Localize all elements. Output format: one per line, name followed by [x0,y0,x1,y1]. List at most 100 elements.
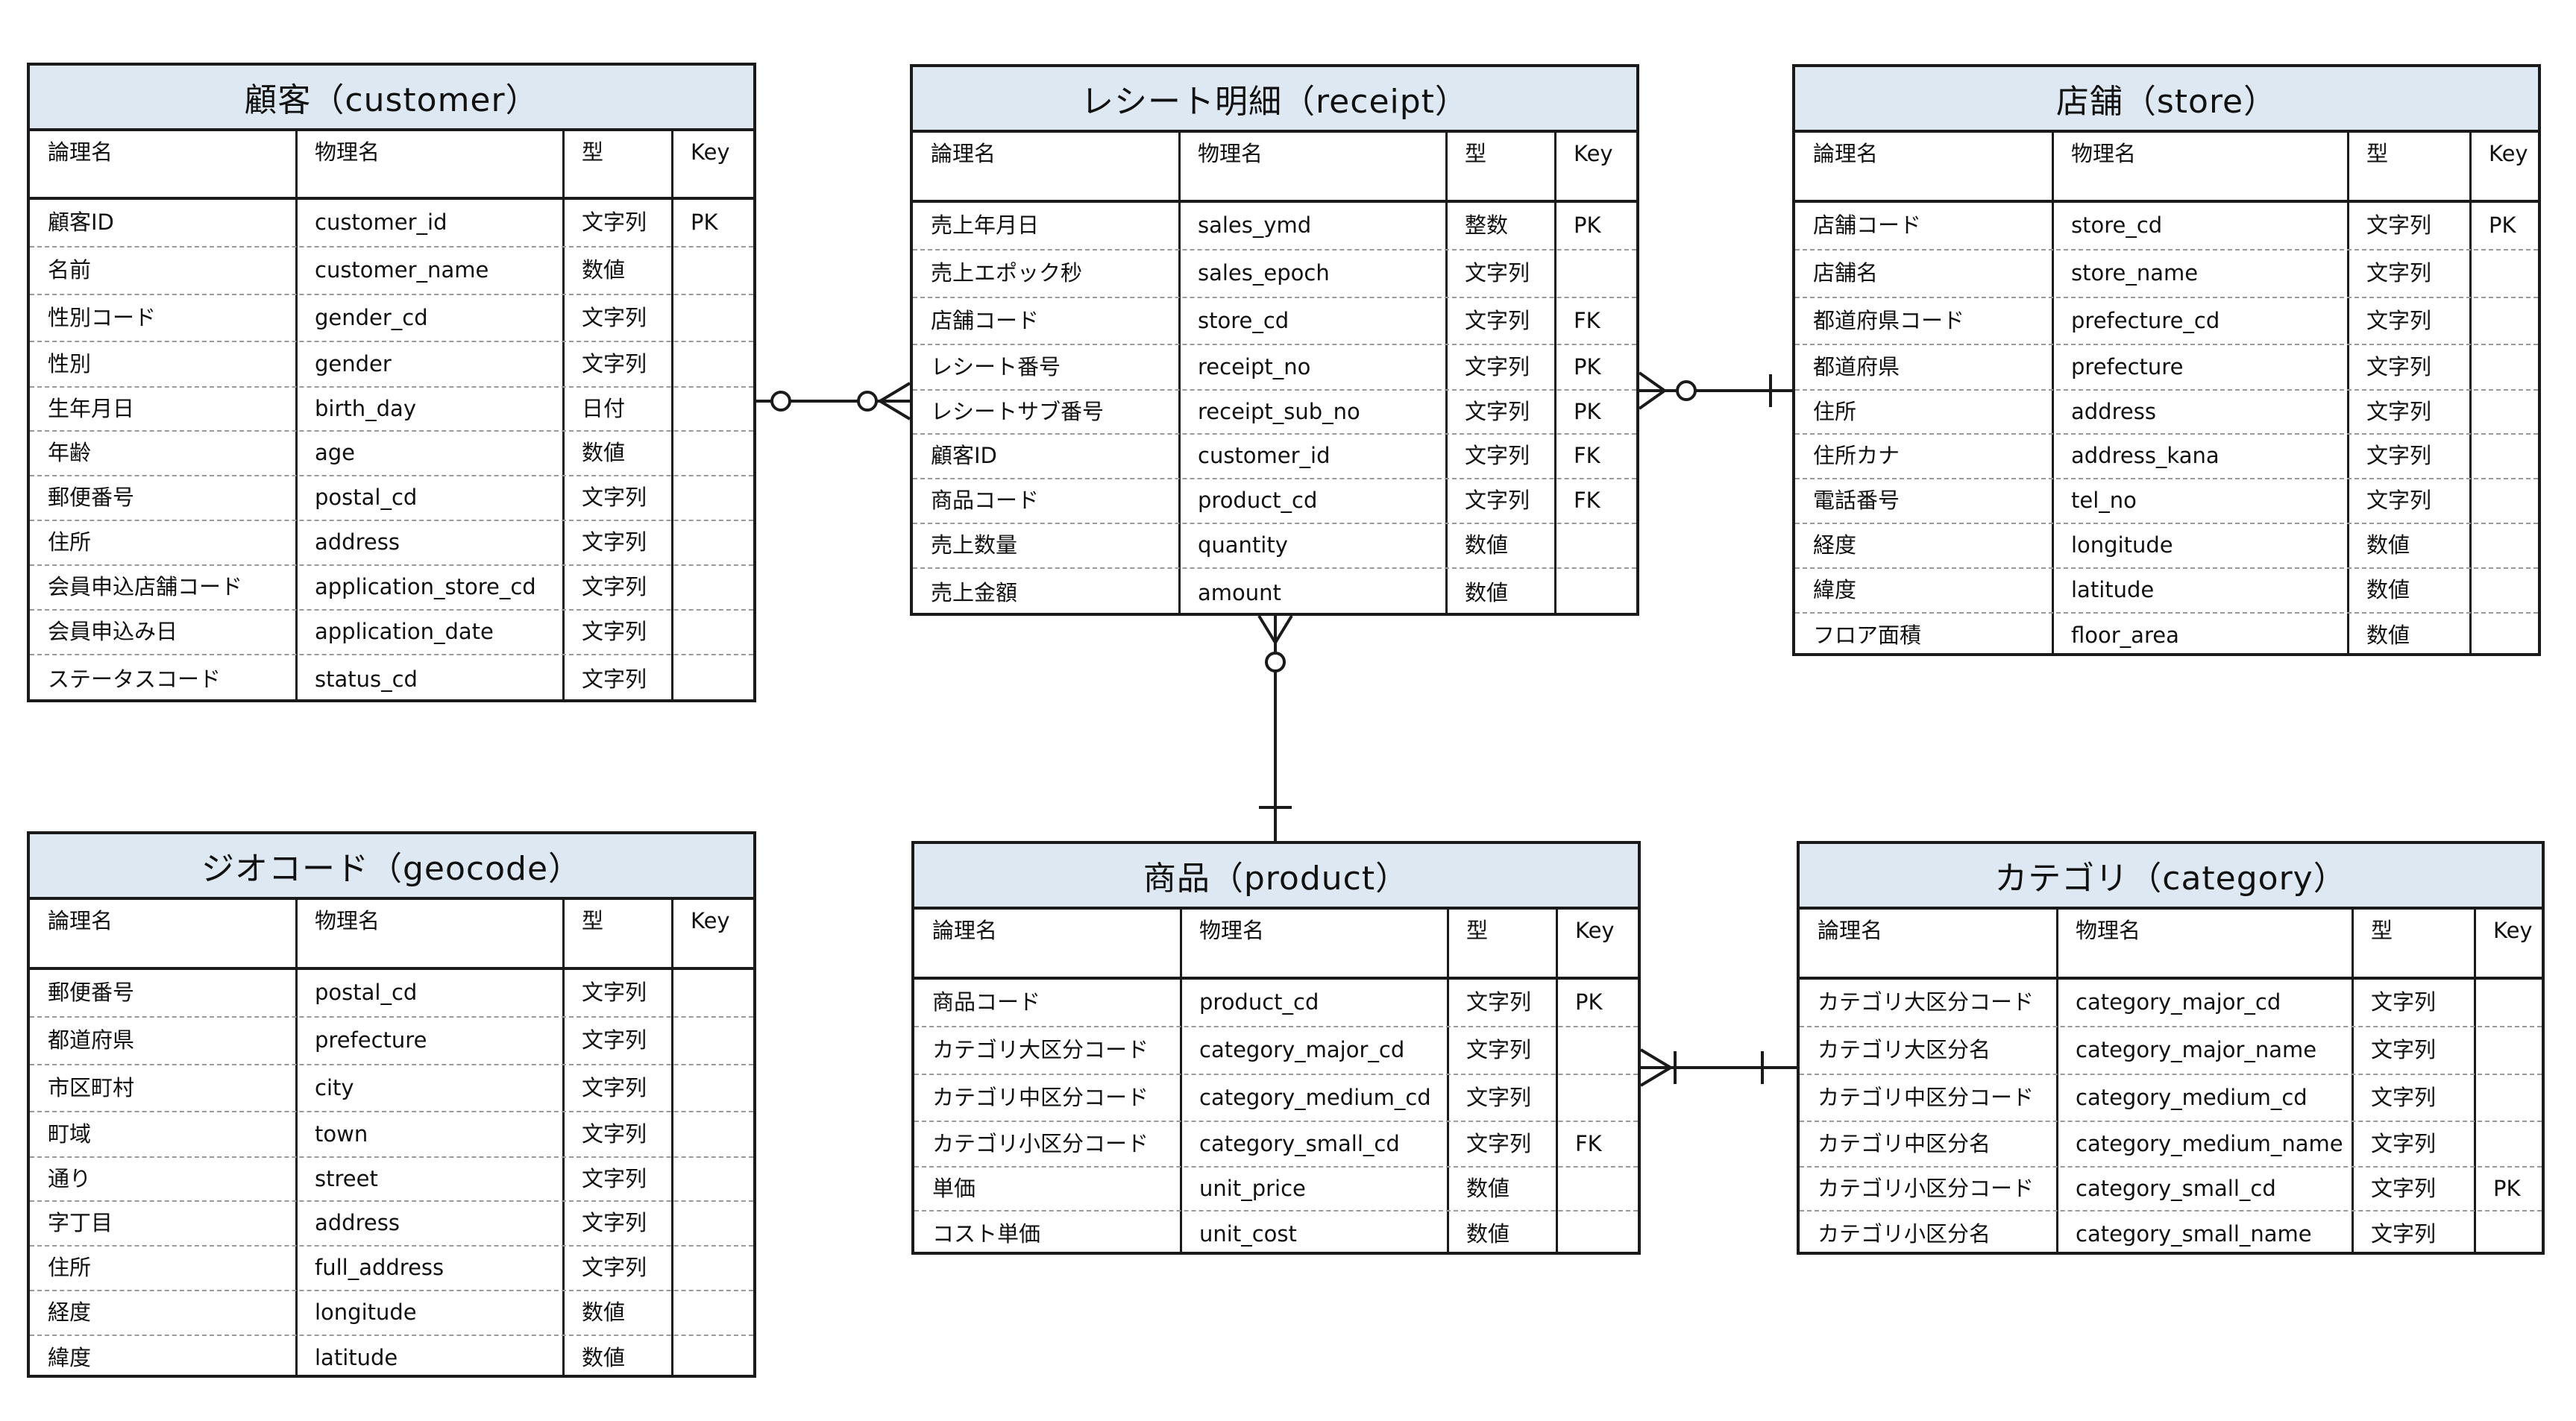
table-cell: レシートサブ番号 [931,398,1105,424]
table-cell: 緯度 [1813,577,1857,602]
table-cell: 整数 [1465,212,1509,238]
table-cell: コスト単価 [932,1220,1041,1247]
table-cell: カテゴリ大区分名 [1818,1037,1991,1062]
table-cell: 文字列 [2366,398,2432,424]
column-header: 型 [582,139,604,165]
row-divider [1795,344,2538,345]
table-cell: 日付 [582,395,626,421]
table-cell: 都道府県 [1813,353,1900,379]
column-divider [1447,910,1449,1252]
table-cell: PK [1574,212,1601,238]
table-cell: 文字列 [2366,307,2432,333]
row-divider [30,520,753,521]
table-cell: address [2071,398,2156,424]
table-cell: store_cd [2071,212,2163,238]
table-cell: category_medium_cd [1199,1084,1431,1110]
table-cell: birth_day [315,395,416,421]
table-cell: 住所 [1813,398,1857,424]
column-header: 型 [1465,141,1487,166]
table-cell: prefecture [315,1027,427,1053]
table-cell: FK [1574,443,1600,468]
zero-marker [1265,652,1286,672]
row-divider [30,294,753,295]
table-cell: 数値 [1465,580,1509,605]
table-cell: 会員申込み日 [48,619,178,644]
table-cell: 文字列 [2371,989,2437,1015]
column-divider [1180,910,1182,1252]
column-header: 型 [2366,141,2389,166]
column-divider [1178,133,1181,613]
table-cell: 郵便番号 [48,979,135,1005]
column-header: Key [691,139,730,165]
zero-marker [1676,380,1697,401]
table-cell: category_medium_cd [2076,1084,2308,1110]
table-cell: 町域 [48,1121,92,1147]
table-cell: 店舗コード [931,307,1040,333]
column-divider [2347,133,2349,653]
zero-marker [770,391,791,412]
row-divider [914,1166,1638,1168]
table-cell: 文字列 [1465,353,1530,379]
table-cell: 店舗コード [1813,212,1922,238]
table-cell: 都道府県 [48,1027,135,1053]
table-cell: 文字列 [2366,212,2432,238]
table-cell: 文字列 [2366,260,2432,286]
column-divider [2056,910,2058,1252]
table-cell: 文字列 [1465,398,1530,424]
table-cell: PK [2493,1175,2521,1201]
table-cell: longitude [2071,532,2173,558]
entity-title: ジオコード（geocode） [30,834,753,900]
crowfoot-marker [1639,1048,1672,1069]
table-cell: 数値 [582,440,626,465]
header-separator [914,977,1638,980]
table-cell: 顧客ID [931,443,997,468]
row-divider [1800,1121,2542,1122]
table-cell: 文字列 [582,1074,647,1100]
row-divider [1795,567,2538,569]
row-divider [914,1121,1638,1122]
table-cell: status_cd [315,667,418,692]
column-header: 型 [582,908,604,933]
table-cell: store_name [2071,260,2199,286]
row-divider [30,475,753,476]
table-cell: 経度 [1813,532,1857,558]
table-cell: category_small_name [2076,1220,2312,1247]
table-cell: longitude [315,1299,417,1325]
column-header: 物理名 [1199,918,1265,943]
table-cell: 商品コード [931,488,1040,513]
column-header: 型 [1466,918,1489,943]
table-cell: customer_name [315,257,489,283]
row-divider [1800,1026,2542,1027]
table-cell: カテゴリ中区分コード [1818,1084,2035,1110]
table-cell: category_small_cd [1199,1130,1400,1156]
row-divider [914,1210,1638,1212]
column-header: Key [1575,918,1615,943]
table-cell: 数値 [1466,1220,1510,1247]
table-cell: city [315,1074,354,1100]
header-separator [30,197,753,200]
table-cell: address_kana [2071,443,2220,468]
table-cell: store_cd [1198,307,1289,333]
column-header: 型 [2371,918,2393,943]
column-header: Key [2493,918,2533,943]
table-cell: 緯度 [48,1344,92,1370]
table-cell: 名前 [48,257,92,283]
table-cell: 文字列 [2366,353,2432,379]
row-divider [1795,249,2538,251]
table-cell: application_store_cd [315,574,536,599]
table-cell: latitude [315,1344,398,1370]
crowfoot-marker [1638,389,1666,410]
column-header: Key [1574,141,1613,166]
table-cell: customer_id [1198,443,1331,468]
table-cell: 文字列 [1466,1084,1532,1110]
row-divider [30,1290,753,1291]
column-divider [2474,910,2476,1252]
table-cell: street [315,1165,378,1191]
table-cell: カテゴリ小区分コード [932,1130,1149,1156]
table-cell: FK [1574,307,1600,333]
table-cell: 市区町村 [48,1074,135,1100]
table-cell: prefecture_cd [2071,307,2220,333]
table-cell: 文字列 [1465,488,1530,513]
